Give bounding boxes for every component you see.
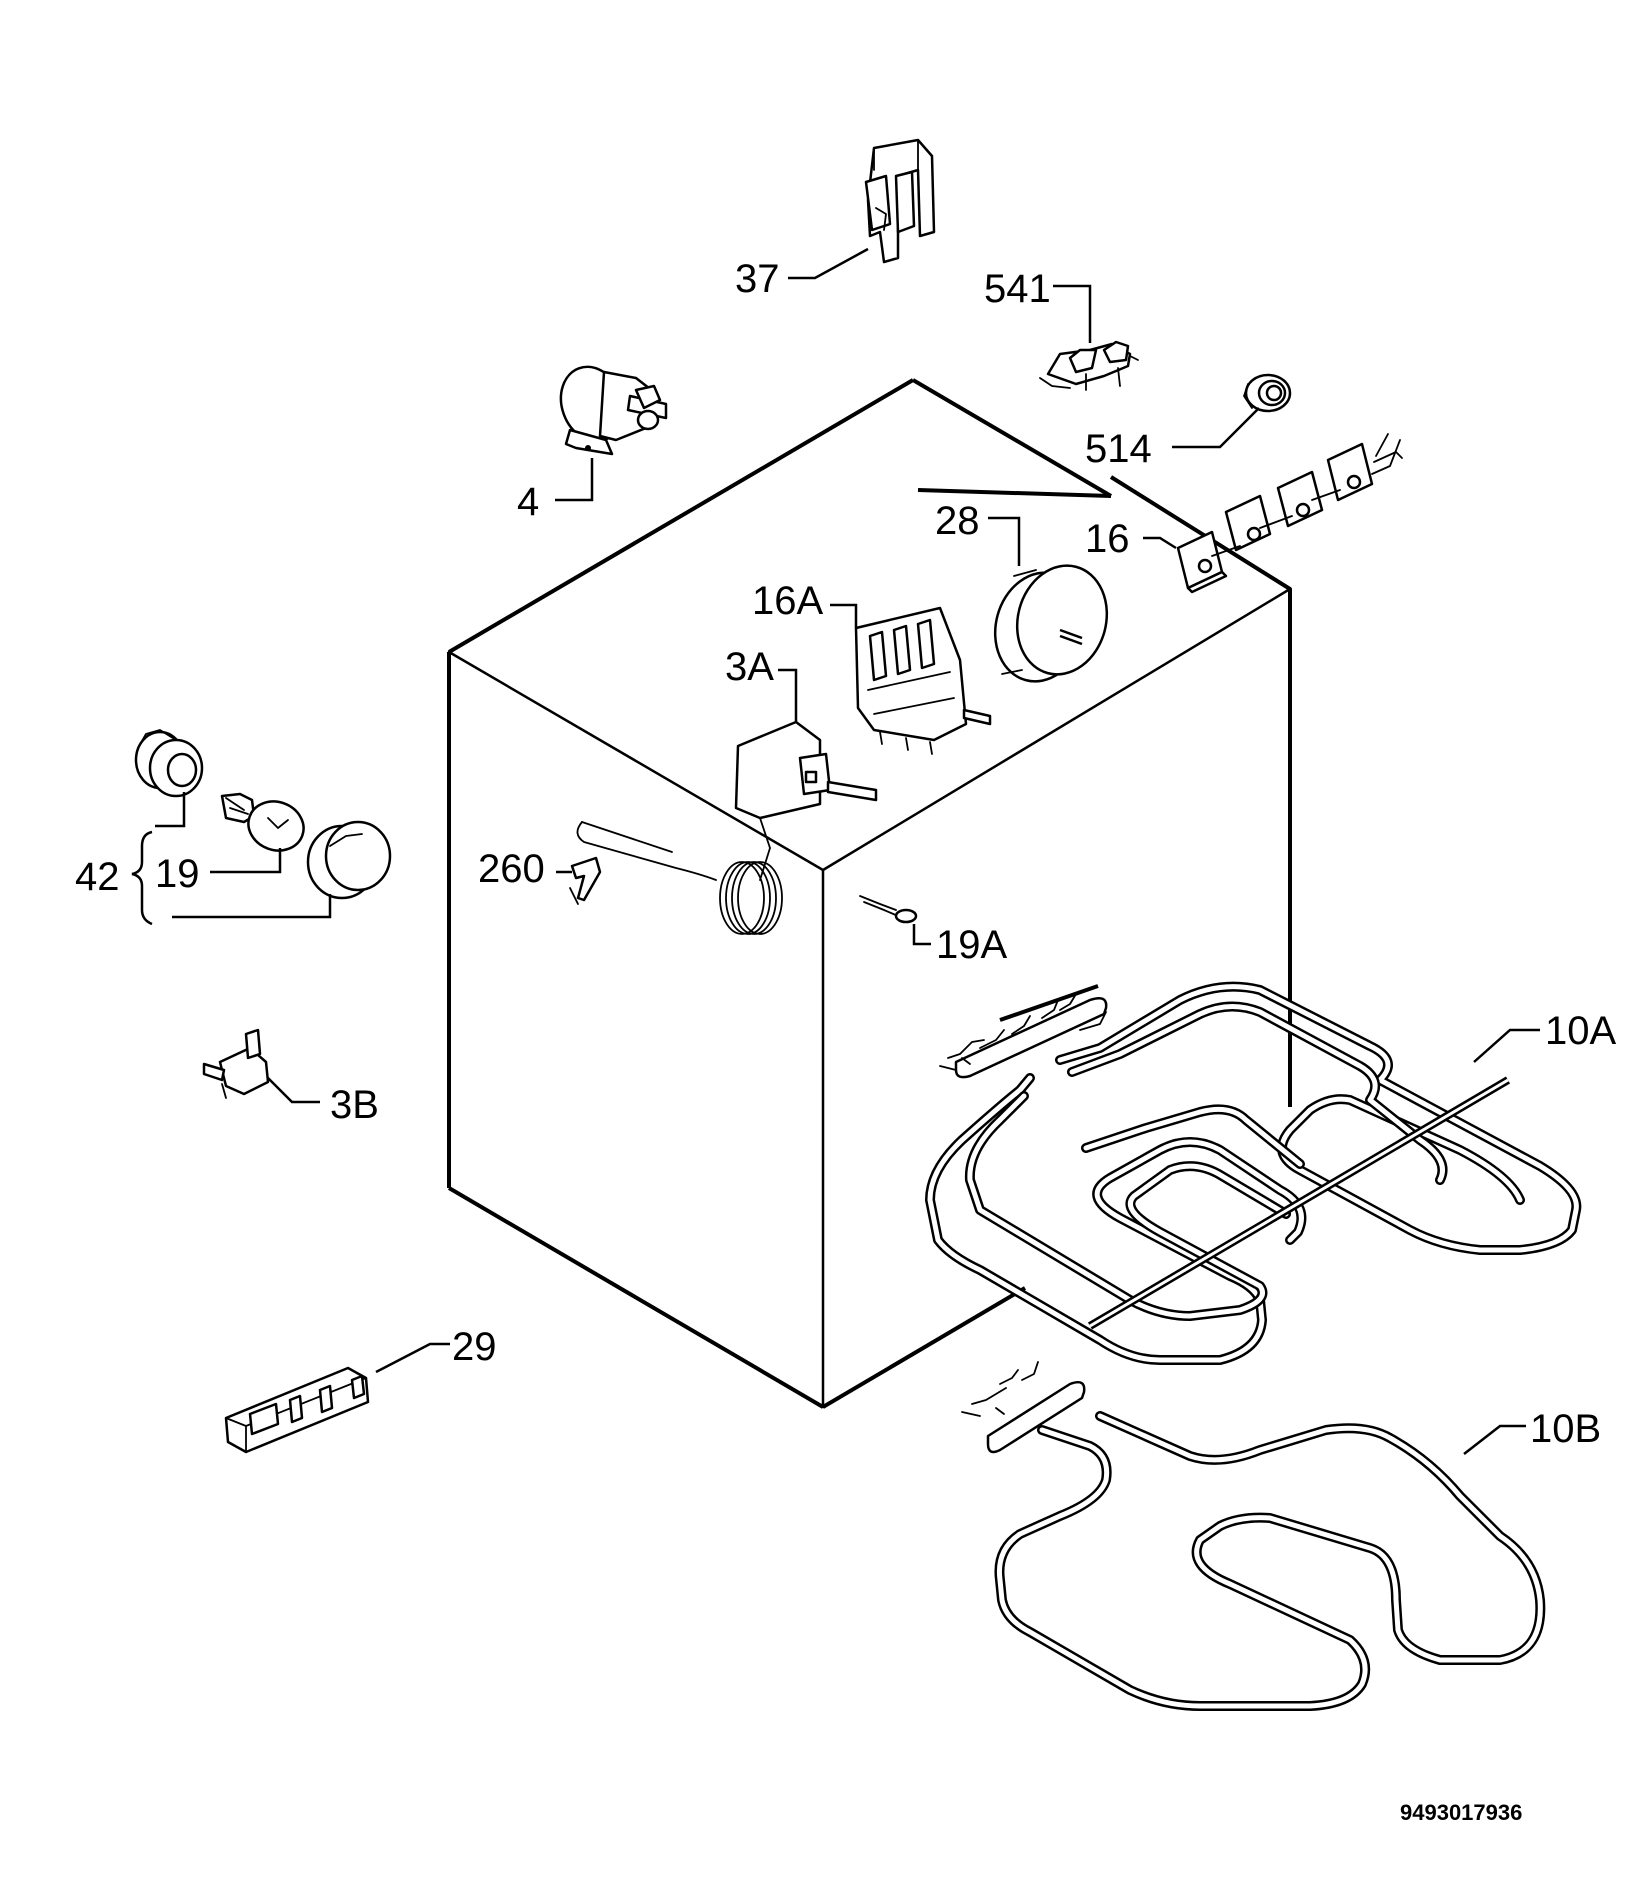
leader-37: [788, 247, 869, 280]
part-10b-bottom-heating-element: [961, 1361, 1546, 1711]
part-260-clip: [569, 856, 602, 905]
part-28-timer: [993, 564, 1109, 683]
label-3a: 3A: [725, 645, 774, 689]
drawing-code: 9493017936: [1400, 1800, 1522, 1825]
part-42-lamp-holder: [134, 729, 204, 798]
label-4: 4: [517, 480, 539, 524]
part-19a-lamp-wire: [859, 895, 918, 924]
part-10a-top-heating-element: [925, 981, 1582, 1365]
part-3a-thermostat: [576, 720, 878, 935]
part-541-fuse-holder: [1039, 340, 1139, 391]
leader-16a: [830, 603, 858, 628]
label-514: 514: [1085, 427, 1152, 471]
leader-19a: [912, 924, 931, 946]
oven-cabinet-outline: [447, 378, 1292, 1409]
leader-28: [988, 516, 1021, 566]
leader-19: [210, 848, 282, 874]
label-541: 541: [984, 267, 1051, 311]
label-16: 16: [1085, 517, 1130, 561]
leader-29: [375, 1342, 450, 1374]
part-3b-safety-thermostat: [202, 1028, 270, 1099]
leader-10a: [1473, 1028, 1540, 1063]
bracket-42: [131, 830, 153, 926]
leader-3a: [778, 668, 798, 722]
leader-42-cover: [172, 894, 332, 919]
label-28: 28: [935, 499, 980, 543]
leader-3b: [267, 1077, 320, 1104]
leader-541: [1053, 284, 1092, 343]
part-4-motor: [559, 365, 668, 456]
part-29-ignition-module: [224, 1366, 370, 1454]
leader-16: [1143, 536, 1177, 550]
part-37-terminal-block: [864, 138, 936, 264]
label-10a: 10A: [1545, 1009, 1616, 1053]
label-29: 29: [452, 1325, 497, 1369]
label-3b: 3B: [330, 1083, 379, 1127]
leader-10b: [1463, 1424, 1526, 1455]
label-42: 42: [75, 855, 120, 899]
part-lamp-cover: [306, 820, 392, 900]
leader-514: [1172, 407, 1260, 449]
label-19a: 19A: [936, 923, 1007, 967]
leader-42-holder: [155, 792, 186, 828]
leader-4: [555, 458, 594, 502]
part-16-switch-bank: [1176, 433, 1403, 594]
label-19: 19: [155, 852, 200, 896]
label-37: 37: [735, 257, 780, 301]
label-260: 260: [478, 847, 545, 891]
label-10b: 10B: [1530, 1407, 1601, 1451]
part-19-lamp-bulb: [220, 792, 305, 852]
part-16a-selector-switch: [854, 606, 992, 755]
label-16a: 16A: [752, 579, 823, 623]
part-514-grommet: [1243, 373, 1292, 413]
